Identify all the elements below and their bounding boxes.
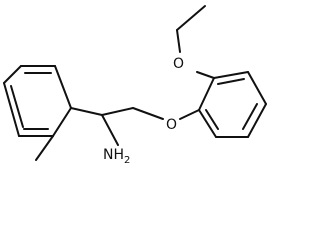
o-to-ring-bond: [179, 109, 200, 120]
bond: [213, 71, 249, 79]
bond: [198, 109, 217, 138]
ether-o-to-ch2-bond: [176, 29, 181, 53]
ring-to-ch-bond: [70, 107, 103, 116]
amine-label-subscript: 2: [124, 155, 130, 166]
aromatic-inner-bond: [10, 85, 24, 128]
bond: [247, 71, 267, 105]
ring-to-ether-o-bond: [196, 71, 215, 79]
bond: [198, 77, 215, 111]
aromatic-inner-bond: [217, 78, 245, 85]
bond: [54, 65, 72, 109]
aromatic-inner-bond: [205, 109, 219, 130]
ethoxyphenyl-ring: [198, 71, 267, 138]
bond: [3, 82, 20, 137]
structure-canvas: O O NH2: [3, 5, 267, 166]
amine-label-main: NH: [103, 147, 124, 163]
oxygen-ether-label: O: [166, 117, 177, 133]
molecule-diagram: O O NH2: [3, 5, 267, 166]
tolyl-ring: [3, 65, 72, 137]
oxygen-ethoxy-label: O: [173, 56, 184, 72]
methyl-bond: [35, 135, 54, 161]
amine-label: NH2: [103, 147, 130, 166]
ethyl-bond: [176, 5, 206, 31]
ch2-to-o-bond: [132, 107, 164, 120]
bond: [3, 65, 22, 84]
aromatic-inner-bond: [242, 103, 258, 130]
bond: [52, 107, 72, 137]
ch-to-nh2-bond: [101, 114, 119, 146]
bond: [247, 103, 267, 138]
ch-to-ch2-bond: [101, 107, 134, 116]
